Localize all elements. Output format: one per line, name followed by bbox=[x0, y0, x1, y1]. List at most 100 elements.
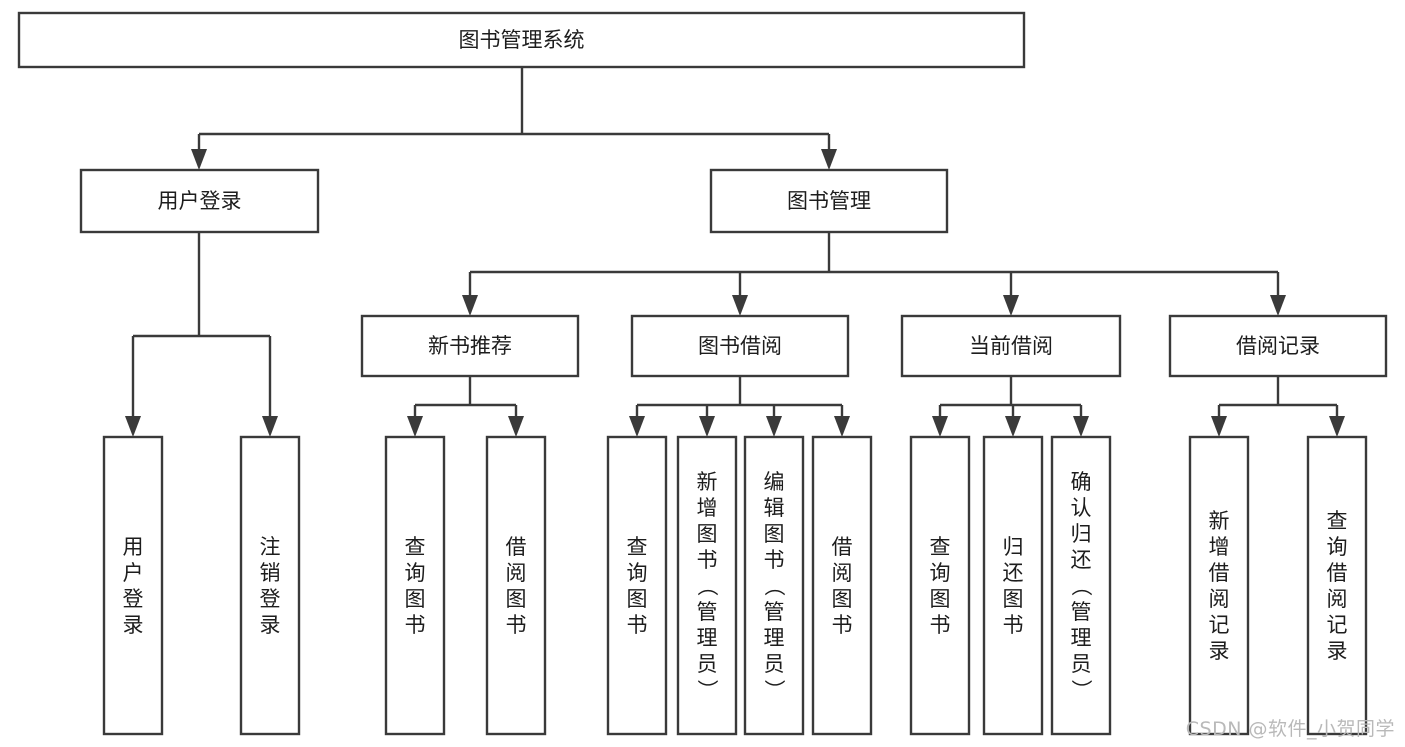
node-box[interactable] bbox=[485, 435, 547, 736]
node-book-manage[interactable]: 图书管理 bbox=[709, 168, 949, 234]
node-box[interactable] bbox=[384, 435, 446, 736]
node-label-char: 辑 bbox=[764, 496, 785, 520]
node-label: 图书管理系统 bbox=[459, 28, 585, 52]
node-user-login[interactable]: 用户登录 bbox=[79, 168, 320, 234]
node-label-char: 新 bbox=[697, 470, 718, 494]
node-label-char: 理 bbox=[697, 626, 718, 650]
node-box[interactable] bbox=[1306, 435, 1368, 736]
connector-layer bbox=[125, 67, 1345, 437]
arrow-head-icon bbox=[821, 149, 837, 170]
node-label-char: 管 bbox=[697, 600, 718, 624]
node-label-char: 询 bbox=[930, 561, 951, 585]
node-label-char: 用 bbox=[123, 535, 144, 559]
arrow-head-icon bbox=[191, 149, 207, 170]
node-label-char: 录 bbox=[123, 613, 144, 637]
node-label-char: 询 bbox=[405, 561, 426, 585]
node-leaf-user-login[interactable]: 用户登录 bbox=[102, 435, 164, 736]
node-box[interactable] bbox=[811, 435, 873, 736]
node-borrow-record[interactable]: 借阅记录 bbox=[1168, 314, 1388, 378]
node-label-char: （ bbox=[762, 575, 786, 596]
node-root[interactable]: 图书管理系统 bbox=[17, 11, 1026, 69]
node-box[interactable] bbox=[982, 435, 1044, 736]
node-box[interactable] bbox=[606, 435, 668, 736]
arrow-head-icon bbox=[1073, 416, 1089, 437]
node-box[interactable] bbox=[709, 168, 949, 234]
node-current-borrow[interactable]: 当前借阅 bbox=[900, 314, 1122, 378]
node-box[interactable] bbox=[676, 435, 738, 736]
arrow-head-icon bbox=[262, 416, 278, 437]
node-label-char: 记 bbox=[1209, 613, 1230, 637]
node-label-char: 书 bbox=[627, 613, 648, 637]
node-label: 新书推荐 bbox=[428, 334, 512, 358]
node-layer: 图书管理系统用户登录图书管理新书推荐图书借阅当前借阅借阅记录用户登录注销登录查询… bbox=[17, 11, 1388, 736]
node-box[interactable] bbox=[900, 314, 1122, 378]
node-label-char: 管 bbox=[1071, 600, 1092, 624]
node-label-char: 新 bbox=[1209, 509, 1230, 533]
arrow-head-icon bbox=[1270, 295, 1286, 316]
node-label-char: 查 bbox=[405, 535, 426, 559]
node-label-char: ） bbox=[695, 679, 719, 700]
node-box[interactable] bbox=[743, 435, 805, 736]
node-label-char: 登 bbox=[260, 587, 281, 611]
arrow-head-icon bbox=[766, 416, 782, 437]
node-label-char: 询 bbox=[1327, 535, 1348, 559]
node-label-char: 借 bbox=[506, 535, 527, 559]
node-label-char: 户 bbox=[123, 561, 144, 585]
node-label-char: 还 bbox=[1071, 548, 1092, 572]
node-box[interactable] bbox=[17, 11, 1026, 69]
node-label-char: 图 bbox=[697, 522, 718, 546]
node-label-char: 书 bbox=[930, 613, 951, 637]
arrow-head-icon bbox=[1003, 295, 1019, 316]
node-label: 借阅记录 bbox=[1236, 334, 1320, 358]
node-label-char: 员 bbox=[1071, 652, 1092, 676]
node-box[interactable] bbox=[1050, 435, 1112, 736]
node-box[interactable] bbox=[1188, 435, 1250, 736]
node-label: 用户登录 bbox=[158, 189, 242, 213]
arrow-head-icon bbox=[1329, 416, 1345, 437]
node-label-char: ） bbox=[1069, 679, 1093, 700]
arrow-head-icon bbox=[834, 416, 850, 437]
node-label-char: 书 bbox=[405, 613, 426, 637]
node-box[interactable] bbox=[79, 168, 320, 234]
node-label-char: （ bbox=[1069, 575, 1093, 596]
node-label-char: 书 bbox=[764, 548, 785, 572]
node-book-borrow[interactable]: 图书借阅 bbox=[630, 314, 850, 378]
node-label-char: 确 bbox=[1071, 470, 1092, 494]
node-box[interactable] bbox=[360, 314, 580, 378]
node-label-char: 员 bbox=[697, 652, 718, 676]
arrow-head-icon bbox=[1211, 416, 1227, 437]
node-box[interactable] bbox=[102, 435, 164, 736]
node-label-char: 阅 bbox=[1327, 587, 1348, 611]
node-box[interactable] bbox=[630, 314, 850, 378]
node-label: 图书管理 bbox=[787, 189, 871, 213]
node-box[interactable] bbox=[1168, 314, 1388, 378]
node-label-char: 查 bbox=[627, 535, 648, 559]
node-label-char: ） bbox=[762, 679, 786, 700]
node-label-char: 增 bbox=[1209, 535, 1230, 559]
node-label: 图书借阅 bbox=[698, 334, 782, 358]
arrow-head-icon bbox=[508, 416, 524, 437]
arrow-head-icon bbox=[407, 416, 423, 437]
node-label-char: 理 bbox=[764, 626, 785, 650]
node-label-char: 借 bbox=[1209, 561, 1230, 585]
node-label-char: 图 bbox=[506, 587, 527, 611]
node-label: 当前借阅 bbox=[969, 334, 1053, 358]
node-new-book-recommend[interactable]: 新书推荐 bbox=[360, 314, 580, 378]
node-box[interactable] bbox=[239, 435, 301, 736]
node-box[interactable] bbox=[909, 435, 971, 736]
node-label-char: 员 bbox=[764, 652, 785, 676]
node-label-char: 图 bbox=[832, 587, 853, 611]
